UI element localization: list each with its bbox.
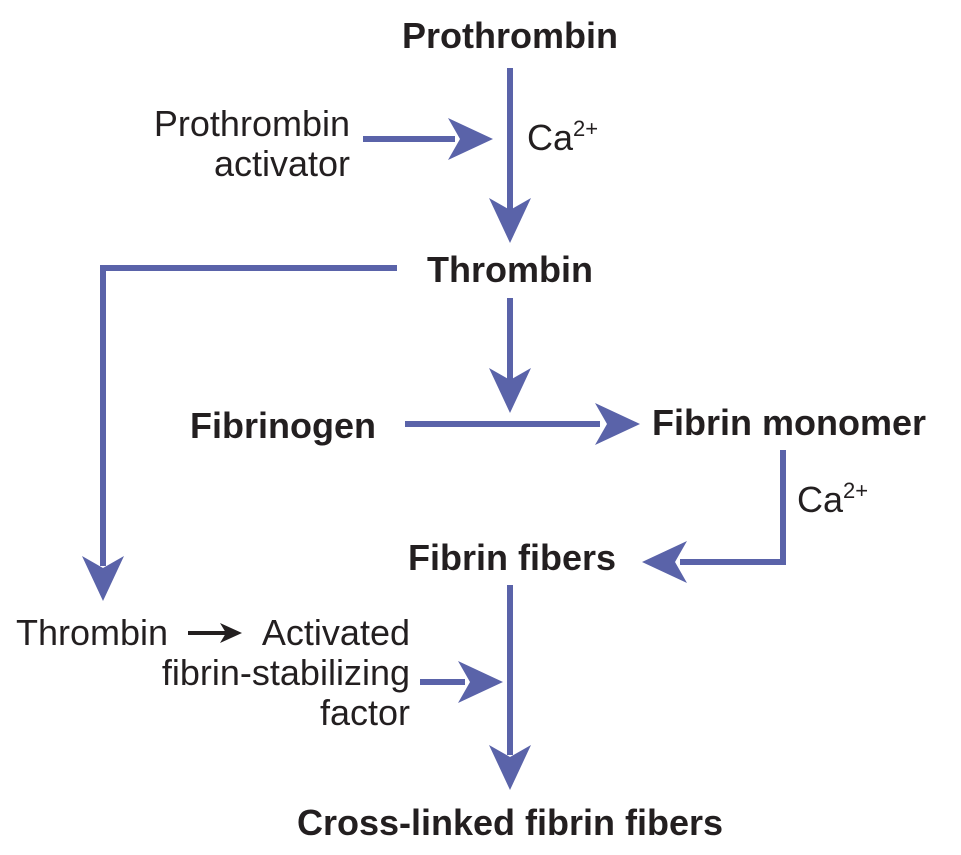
cofactor-calcium-1: Ca2+	[527, 118, 598, 158]
node-cross-linked-fibrin: Cross-linked fibrin fibers	[296, 802, 724, 843]
cofactor-calcium-2: Ca2+	[797, 480, 868, 520]
node-fibrinogen: Fibrinogen	[190, 405, 376, 446]
activator-line-1: Prothrombin	[153, 103, 350, 144]
arrowhead-factor	[458, 661, 503, 703]
arrowhead-activator	[448, 118, 493, 160]
arrow-monomer-to-fibers	[680, 450, 786, 565]
calcium-charge: 2+	[573, 116, 599, 141]
arrowhead-fibrin-fibers	[642, 541, 687, 583]
node-thrombin: Thrombin	[427, 249, 593, 290]
calcium-charge: 2+	[843, 478, 869, 503]
factor-line-2: fibrin-stabilizing	[161, 652, 410, 693]
calcium-symbol: Ca	[797, 479, 844, 520]
arrowhead-crosslinked	[489, 745, 531, 790]
factor-line-1: Activated	[261, 612, 410, 653]
node-prothrombin-activator: Prothrombin activator	[120, 104, 350, 184]
arrowhead-thrombin	[489, 198, 531, 243]
arrowhead-fibrin-monomer	[595, 403, 640, 445]
activator-line-2: activator	[213, 143, 350, 184]
node-prothrombin: Prothrombin	[402, 15, 618, 56]
arrowhead-fibrinogen-junction	[489, 368, 531, 413]
arrow-thrombin-branch	[100, 265, 397, 566]
node-thrombin-source: Thrombin	[16, 612, 169, 653]
node-activated-factor: Activated fibrin-stabilizing factor	[100, 613, 410, 733]
arrowhead-thrombin-to-activated	[220, 623, 242, 643]
factor-line-3: factor	[319, 692, 410, 733]
node-fibrin-monomer: Fibrin monomer	[652, 402, 927, 443]
calcium-symbol: Ca	[527, 117, 574, 158]
node-fibrin-fibers: Fibrin fibers	[407, 537, 617, 578]
arrowhead-thrombin-branch	[82, 556, 124, 601]
